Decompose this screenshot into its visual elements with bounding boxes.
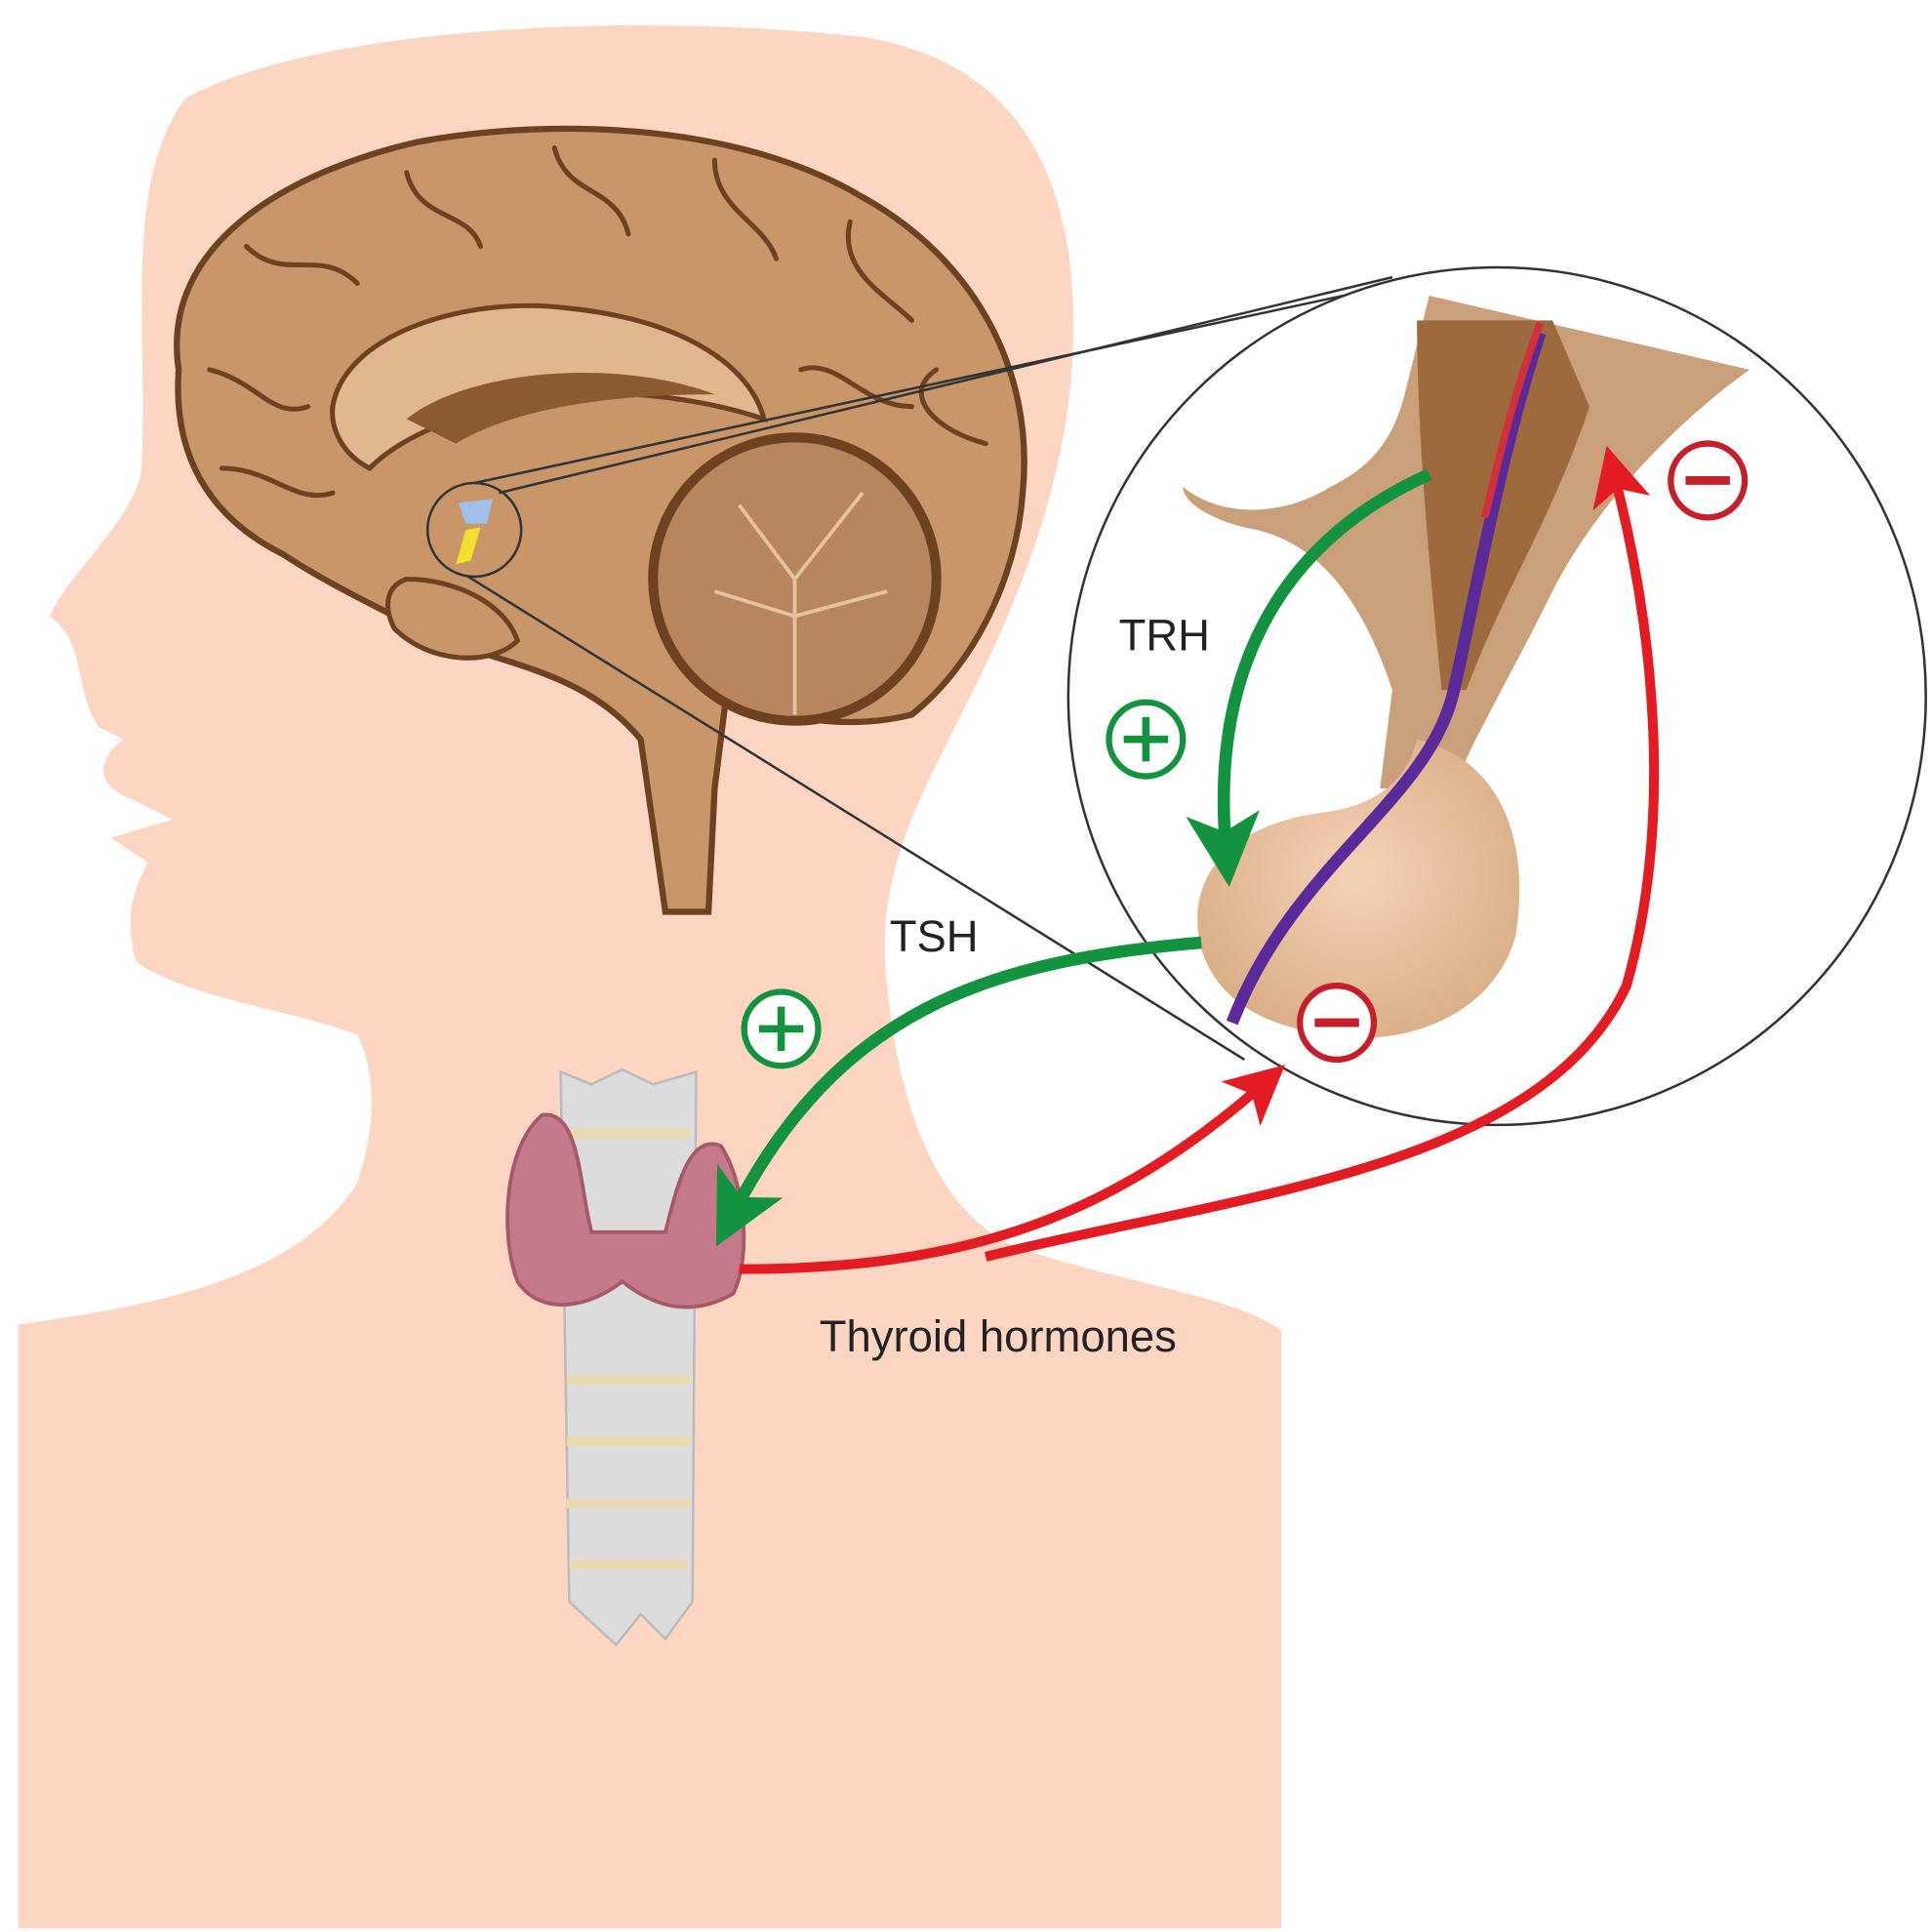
trh-arrow: [1186, 468, 1432, 888]
plus-sign-tsh: [741, 988, 822, 1069]
feedback-arrow-hypothalamus: [984, 445, 1660, 1262]
pituitary-gland: [1183, 296, 1751, 1038]
label-thyroid-hormones: Thyroid hormones: [820, 1311, 1177, 1361]
label-tsh: TSH: [890, 911, 979, 961]
feedback-arrow-pituitary: [739, 1065, 1286, 1274]
tsh-arrow: [715, 936, 1202, 1247]
minus-sign-hypothalamus: [1668, 440, 1749, 521]
label-trh: TRH: [1119, 611, 1210, 661]
minus-sign-pituitary: [1297, 983, 1378, 1064]
thyroid-gland: [505, 1067, 746, 1647]
plus-sign-trh: [1106, 699, 1187, 780]
brain: [174, 125, 1027, 915]
